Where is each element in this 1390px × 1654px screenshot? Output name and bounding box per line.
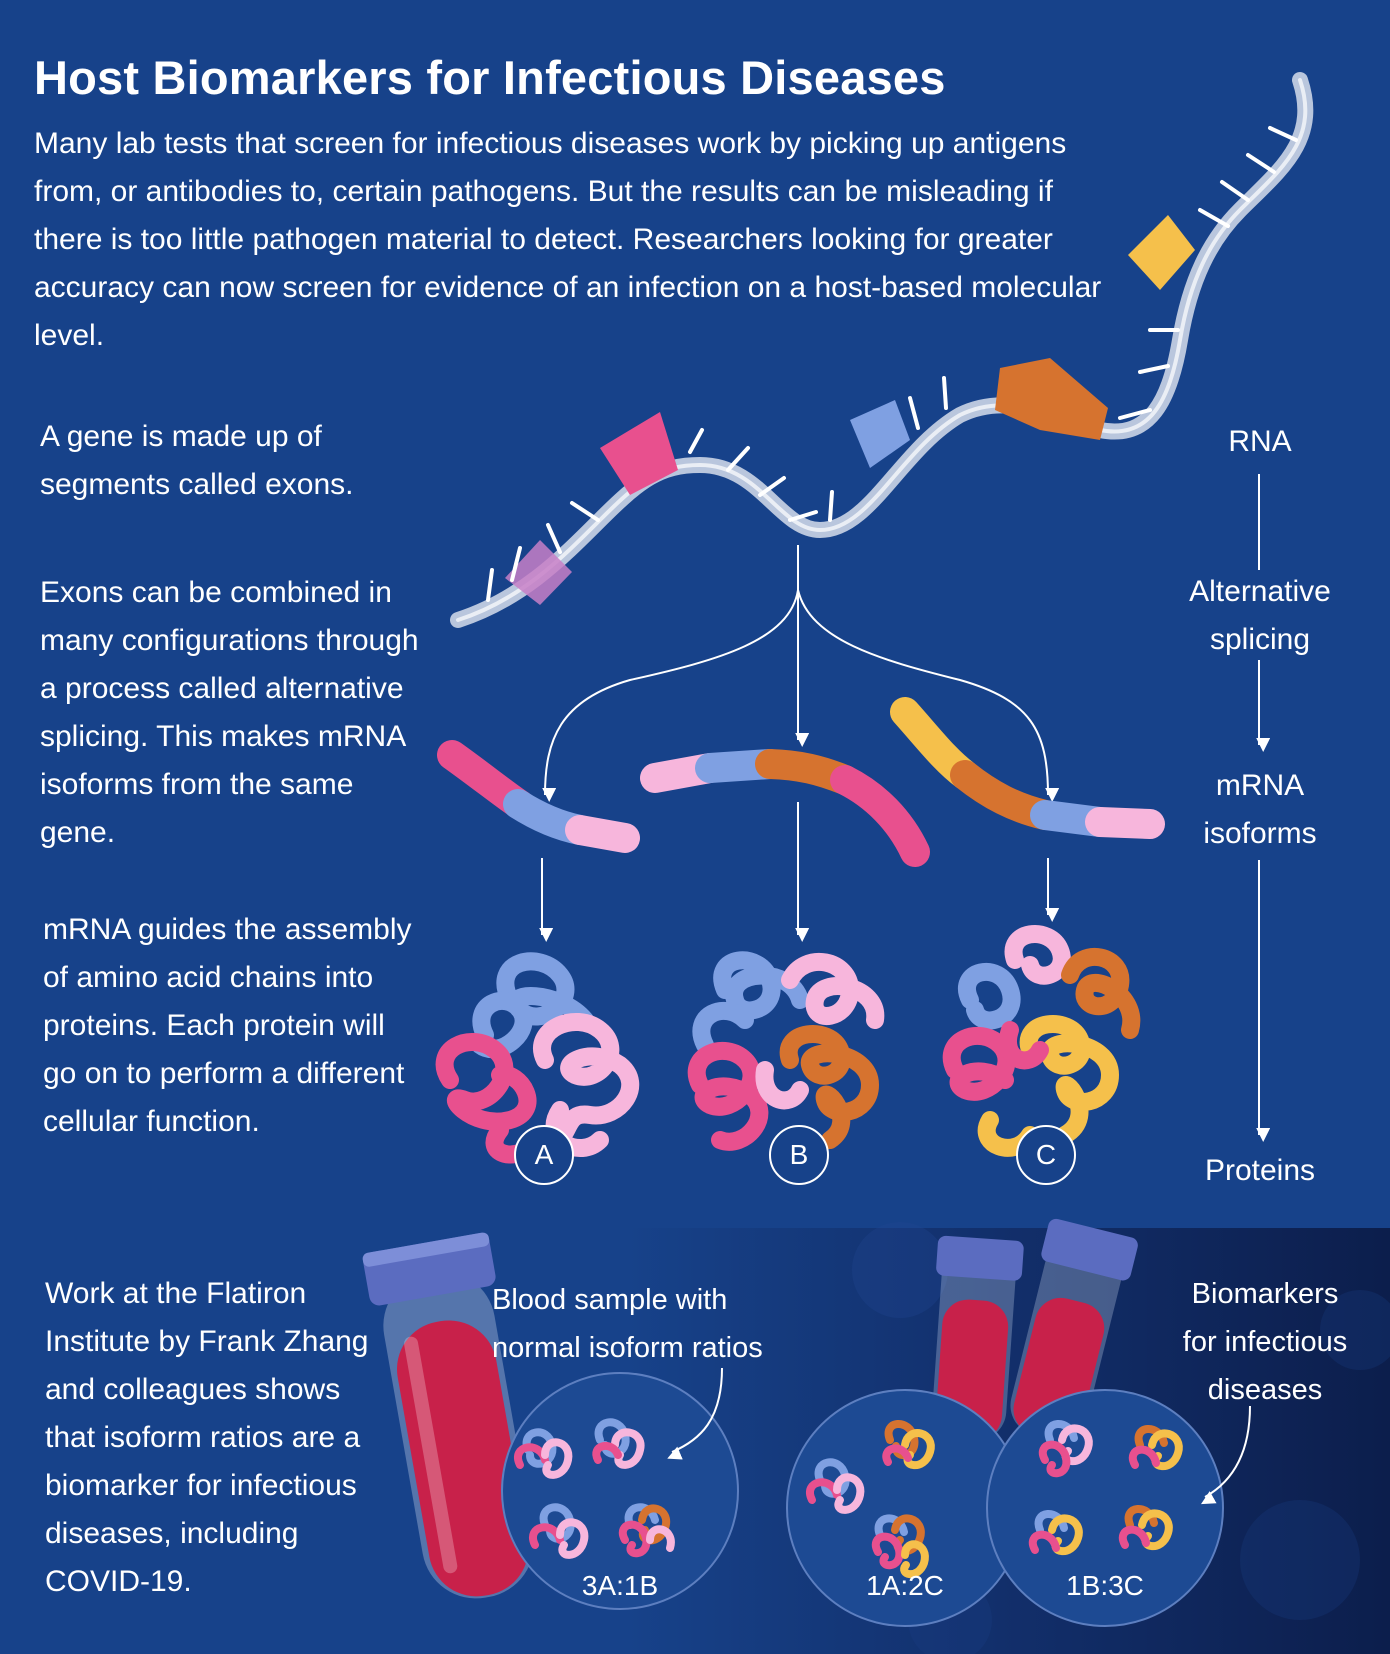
stage-label-proteins: Proteins bbox=[1204, 1154, 1316, 1187]
stage-label-mrna: mRNA isoforms bbox=[1180, 762, 1340, 858]
stage-label-alt-splicing: Alternative splicing bbox=[1160, 568, 1360, 664]
page-title: Host Biomarkers for Infectious Diseases bbox=[34, 51, 946, 104]
stage-label-alt-splicing-line1: Alternative bbox=[1189, 575, 1331, 608]
sample-circle-1b3c bbox=[986, 1389, 1224, 1627]
gene-paragraph: A gene is made up of segments called exo… bbox=[40, 420, 354, 501]
protein-label-a: A bbox=[514, 1125, 574, 1185]
caption-biomarkers-line3: diseases bbox=[1207, 1374, 1323, 1406]
translation-arrows bbox=[539, 802, 1060, 942]
stage-label-mrna-line2: isoforms bbox=[1203, 817, 1317, 850]
ratio-normal: 3A:1B bbox=[581, 1570, 659, 1601]
mrna-isoform-a bbox=[437, 740, 640, 853]
rna-strand bbox=[450, 72, 1314, 628]
protein-b bbox=[687, 951, 885, 1151]
intro-paragraph: Many lab tests that screen for infectiou… bbox=[34, 127, 1102, 352]
proteins-paragraph: mRNA guides the assembly of amino acid c… bbox=[43, 913, 412, 1138]
caption-biomarkers: Biomarkers for infectious diseases bbox=[1150, 1270, 1380, 1414]
caption-biomarkers-line2: for infectious bbox=[1182, 1326, 1348, 1358]
splicing-arrows bbox=[542, 545, 1060, 803]
mrna-isoform-b bbox=[640, 749, 930, 867]
mrna-isoform-c bbox=[890, 697, 1165, 839]
caption-biomarkers-line1: Biomarkers bbox=[1191, 1278, 1339, 1310]
caption-normal-line1: Blood sample with bbox=[492, 1284, 728, 1316]
ratio-1a2c: 1A:2C bbox=[866, 1570, 944, 1601]
sample-circle-normal bbox=[501, 1372, 739, 1610]
blood-tube-3 bbox=[1010, 1218, 1138, 1440]
caption-normal: Blood sample with normal isoform ratios bbox=[492, 1276, 852, 1372]
ratio-1b3c: 1B:3C bbox=[1066, 1570, 1144, 1601]
protein-c bbox=[942, 925, 1141, 1157]
protein-label-b: B bbox=[769, 1125, 829, 1185]
stage-label-alt-splicing-line2: splicing bbox=[1209, 623, 1311, 656]
work-paragraph: Work at the Flatiron Institute by Frank … bbox=[45, 1277, 369, 1598]
stage-label-mrna-line1: mRNA bbox=[1215, 769, 1305, 802]
protein-label-c: C bbox=[1016, 1125, 1076, 1185]
splicing-paragraph: Exons can be combined in many configurat… bbox=[40, 576, 419, 849]
blood-tube-1 bbox=[362, 1232, 534, 1599]
stage-label-rna: RNA bbox=[1228, 425, 1292, 458]
caption-arrows bbox=[667, 1367, 1251, 1505]
caption-normal-line2: normal isoform ratios bbox=[492, 1332, 763, 1364]
